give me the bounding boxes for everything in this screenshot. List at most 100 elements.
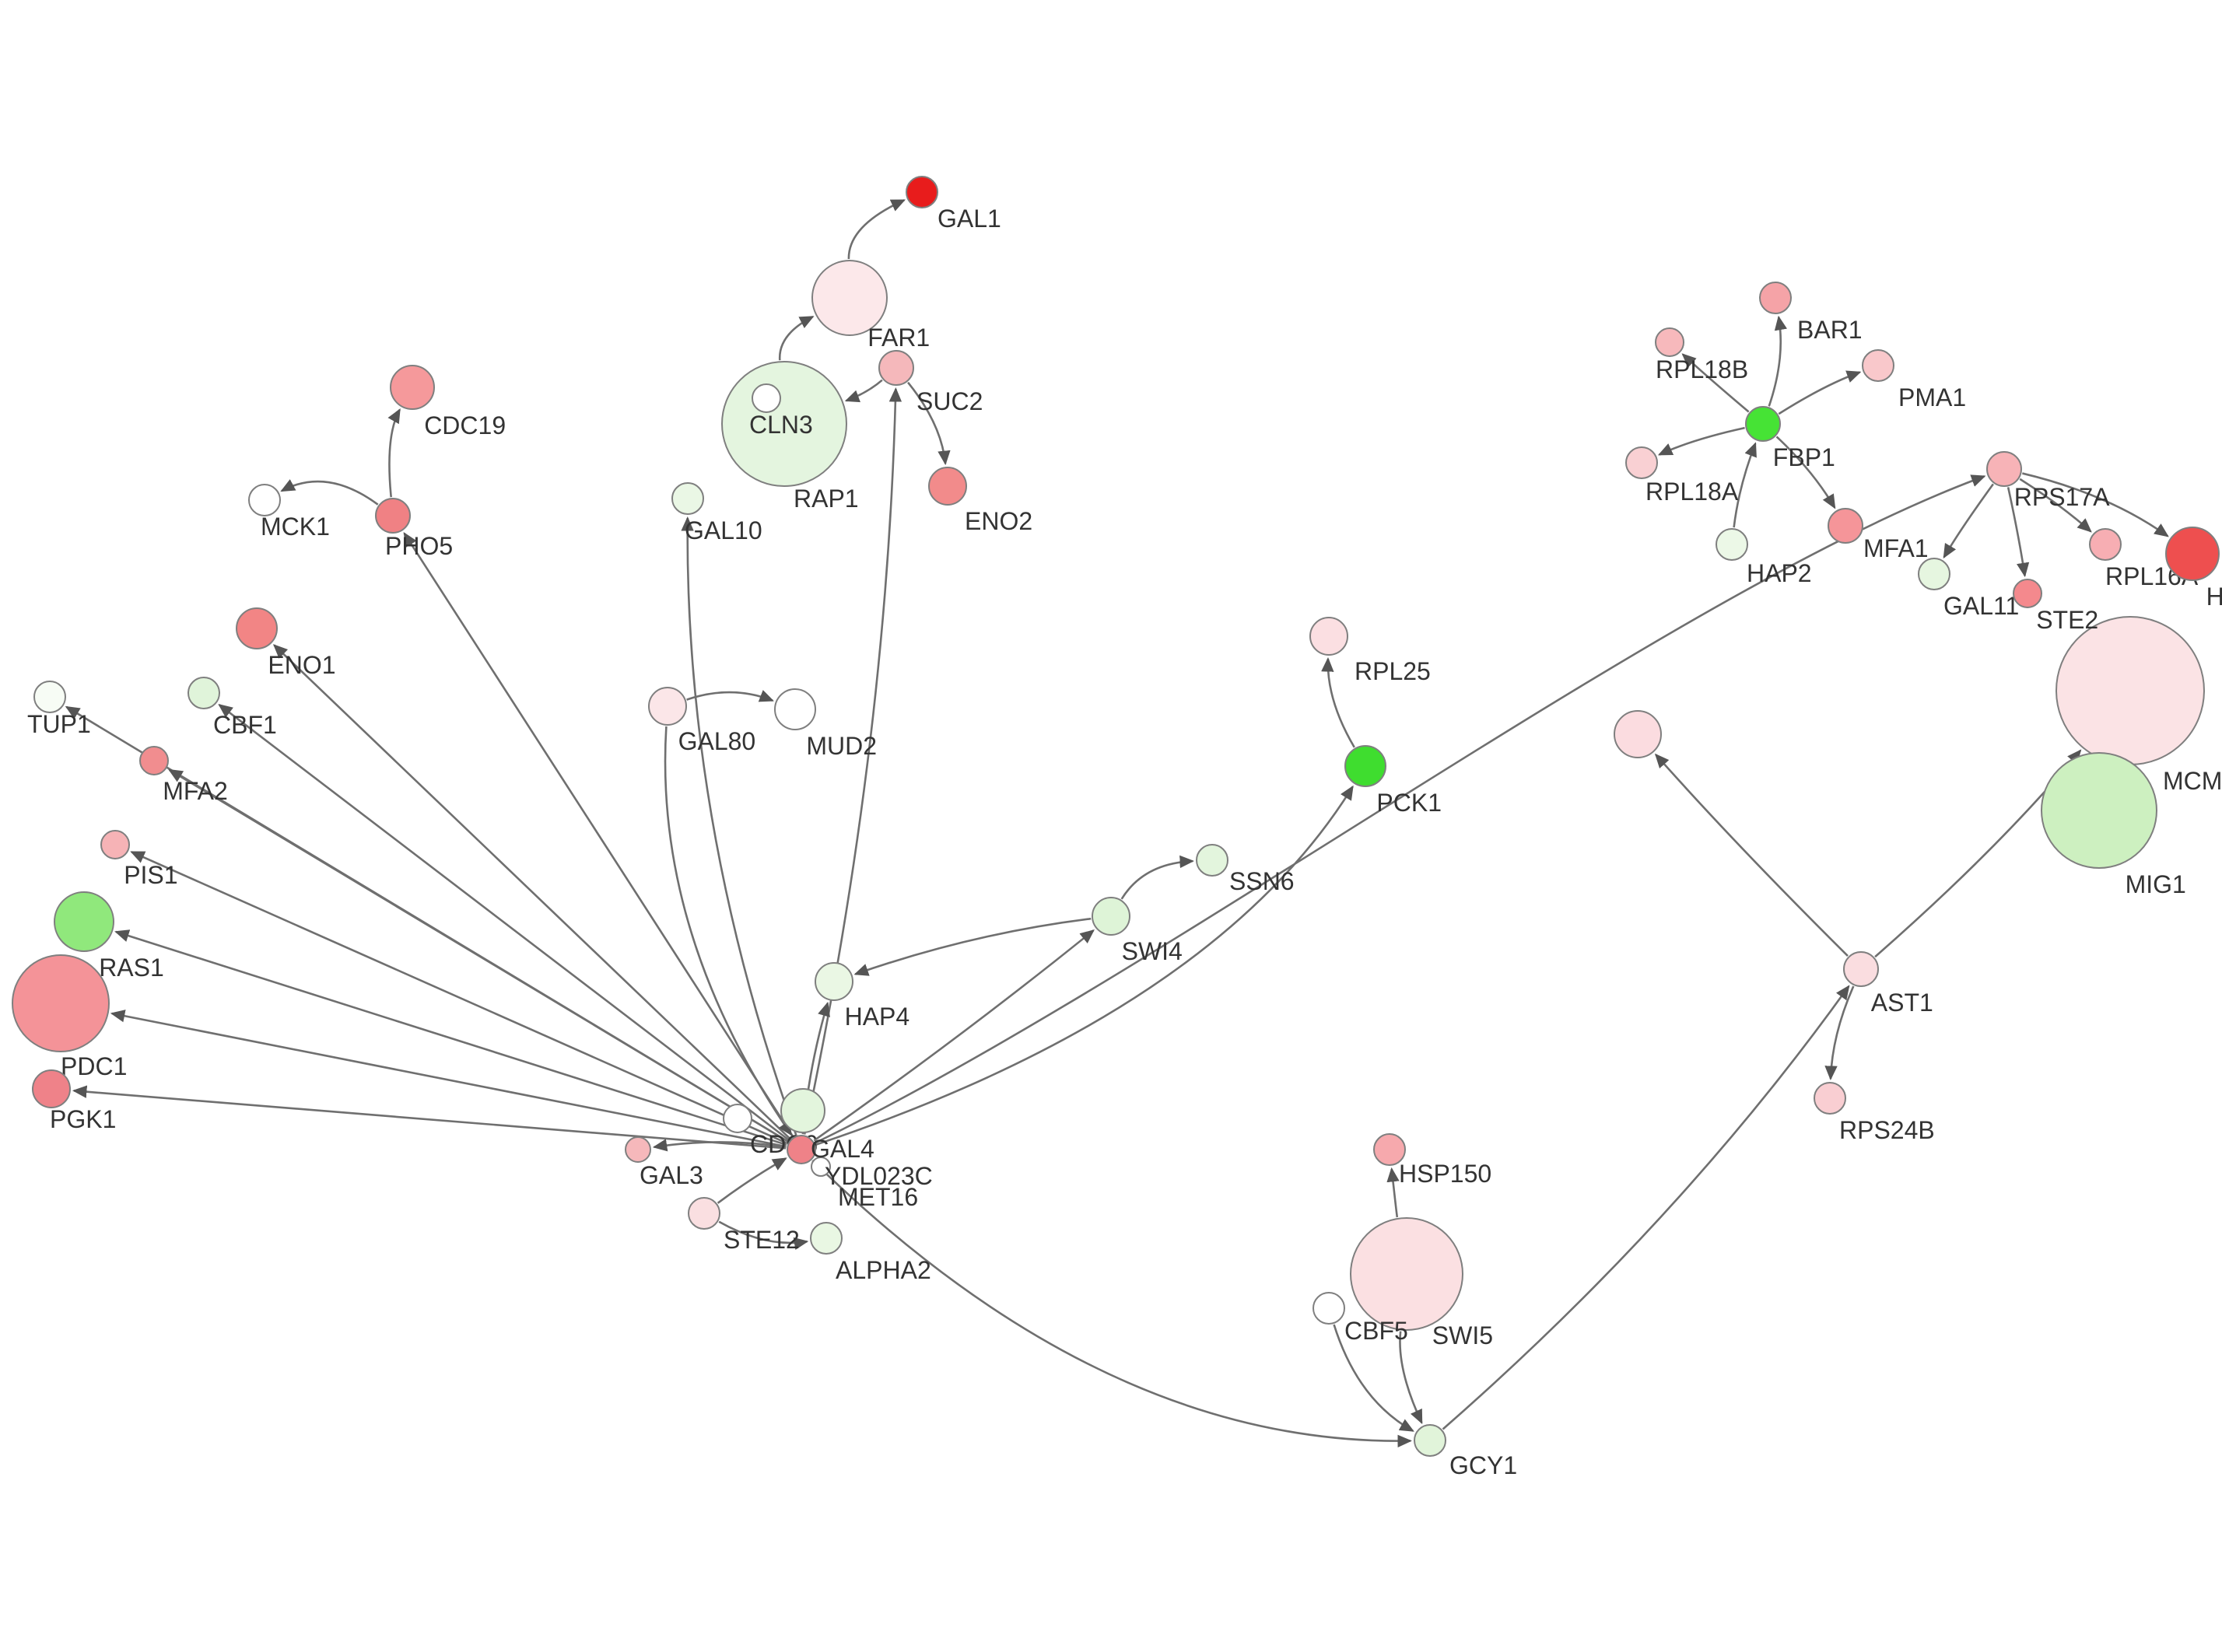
edge-FBP1-MFA1[interactable] (1775, 436, 1836, 509)
node-SUC2[interactable] (878, 350, 914, 386)
node-MFA2[interactable] (139, 746, 169, 775)
node-BAR1[interactable] (1759, 282, 1792, 314)
edge-RPS17A-STE2[interactable] (2006, 487, 2030, 578)
node-GAL11[interactable] (1918, 558, 1950, 590)
edge-RPS17A-HIS4[interactable] (2022, 472, 2169, 537)
node-GCY1[interactable] (1414, 1424, 1446, 1457)
node-GAL80[interactable] (648, 687, 687, 726)
node-HAP2[interactable] (1716, 528, 1748, 561)
edge-GAL80-GAL4[interactable] (664, 726, 793, 1136)
node-GAL10[interactable] (671, 482, 704, 515)
edge-GCY1-AST1[interactable] (1442, 985, 1850, 1430)
node-RAS1[interactable] (54, 891, 114, 952)
node-HIS4[interactable] (2165, 527, 2220, 581)
edge-GAL4-GAL10[interactable] (681, 516, 797, 1136)
node-RPL16A[interactable] (2089, 528, 2122, 561)
node-CDC6[interactable] (723, 1104, 752, 1133)
node-SSN6[interactable] (1196, 844, 1228, 877)
edge-GAL4-ENO1[interactable] (272, 644, 791, 1140)
edge-GAL4-RPS17A[interactable] (815, 474, 1986, 1144)
edge-GAL4-CBF1[interactable] (218, 703, 790, 1141)
node-RPL18A[interactable] (1625, 446, 1658, 479)
edge-SUC2-ENO2[interactable] (907, 381, 951, 466)
node-label-HAP2: HAP2 (1747, 559, 1812, 587)
edge-GAL4-RAS1[interactable] (114, 929, 787, 1146)
edge-STE12-GAL4[interactable] (717, 1157, 787, 1204)
node-MUD2[interactable] (774, 688, 816, 730)
node-CBF1[interactable] (188, 677, 220, 709)
edge-SWI4-HAP4[interactable] (853, 917, 1092, 976)
edge-FBP1-PMA1[interactable] (1778, 370, 1862, 415)
edge-PHO5-MCK1[interactable] (280, 479, 379, 506)
node-STE2[interactable] (2013, 579, 2042, 608)
edge-FBP1-BAR1[interactable] (1768, 315, 1787, 407)
edge-RPS17A-GAL11[interactable] (1943, 483, 1994, 559)
edge-RPS17A-RPL16A[interactable] (2019, 478, 2092, 533)
edge-GAL4-GAL3[interactable] (652, 1139, 787, 1152)
node-PCK1[interactable] (1344, 745, 1386, 787)
node-ENO1[interactable] (236, 607, 278, 649)
node-RAP1[interactable] (752, 383, 781, 413)
node-CBF5[interactable] (1313, 1292, 1345, 1325)
node-HSP150[interactable] (1373, 1133, 1406, 1166)
edge-GAL4-SUC2[interactable] (803, 387, 902, 1135)
node-MET16[interactable] (811, 1157, 831, 1177)
node-ALPHA2[interactable] (810, 1222, 843, 1255)
node-GAL1[interactable] (906, 176, 938, 208)
node-CDC19[interactable] (390, 365, 435, 410)
edge-SUC2-CLN3[interactable] (844, 379, 883, 403)
edge-SWI5-GCY1[interactable] (1399, 1331, 1423, 1425)
edge-GAL80-MUD2[interactable] (686, 690, 774, 702)
node-RPS24B[interactable] (1814, 1082, 1846, 1115)
edge-PCK1-RPL25[interactable] (1321, 657, 1355, 748)
node-FBP1[interactable] (1745, 406, 1781, 442)
edge-GAL4-SWI4[interactable] (813, 929, 1095, 1142)
node-STE12[interactable] (688, 1197, 720, 1230)
node-FAR1[interactable] (811, 260, 888, 336)
node-RPL25[interactable] (1309, 617, 1348, 656)
edge-GAL4-PHO5[interactable] (403, 532, 794, 1137)
edge-SWI5-HSP150[interactable] (1386, 1167, 1400, 1218)
node-MFA1[interactable] (1828, 508, 1863, 544)
node-PMA1[interactable] (1862, 349, 1894, 382)
edge-AST1-RPS24B[interactable] (1824, 985, 1855, 1080)
edge-FBP1-RPL18A[interactable] (1657, 426, 1745, 456)
edge-HAP2-FBP1[interactable] (1733, 442, 1757, 528)
node-SWI5[interactable] (1350, 1217, 1463, 1331)
node-RPS17A[interactable] (1986, 451, 2022, 487)
edge-PHO5-CDC19[interactable] (387, 408, 401, 498)
node-AST1[interactable] (1843, 951, 1879, 987)
node-GAL3[interactable] (625, 1136, 651, 1163)
node-HAP4[interactable] (815, 962, 853, 1001)
edge-FAR1-GAL1[interactable] (847, 199, 906, 260)
edge-GAL4-GCY1[interactable] (811, 1160, 1412, 1447)
node-ENO2[interactable] (928, 467, 967, 506)
edge-SWI4-SSN6[interactable] (1120, 855, 1194, 900)
node-PDC1[interactable] (12, 954, 110, 1052)
edge-CLN3-FAR1[interactable] (779, 315, 815, 361)
edge-GAL4-MFA2[interactable] (168, 768, 789, 1143)
edge-GAL4-PCK1[interactable] (815, 785, 1354, 1146)
node-MCK1[interactable] (248, 484, 281, 516)
node-PGK1[interactable] (32, 1069, 71, 1108)
node-MCM1[interactable] (2056, 616, 2205, 765)
node-TUP1[interactable] (33, 681, 66, 713)
node-group-HSP150: HSP150 (1373, 1133, 1491, 1188)
node-YDL023C[interactable] (780, 1088, 825, 1133)
node-SWI4[interactable] (1092, 897, 1130, 936)
node-PHO5[interactable] (375, 498, 411, 534)
node-MIG1[interactable] (2041, 752, 2157, 869)
edge-GAL4-PGK1[interactable] (72, 1085, 787, 1150)
edge-FBP1-RPL18B[interactable] (1681, 353, 1750, 413)
node-GAL4[interactable] (787, 1135, 816, 1164)
node-PIS1[interactable] (100, 830, 130, 859)
node-RPL18B[interactable] (1655, 327, 1684, 357)
edge-CBF5-GCY1[interactable] (1333, 1324, 1414, 1432)
edge-GAL4-PIS1[interactable] (130, 851, 788, 1145)
edge-AST1-UNK1[interactable] (1654, 753, 1849, 957)
edge-STE12-ALPHA2[interactable] (718, 1220, 809, 1250)
edge-GAL4-PDC1[interactable] (110, 1010, 787, 1148)
node-UNK1[interactable] (1614, 710, 1662, 758)
